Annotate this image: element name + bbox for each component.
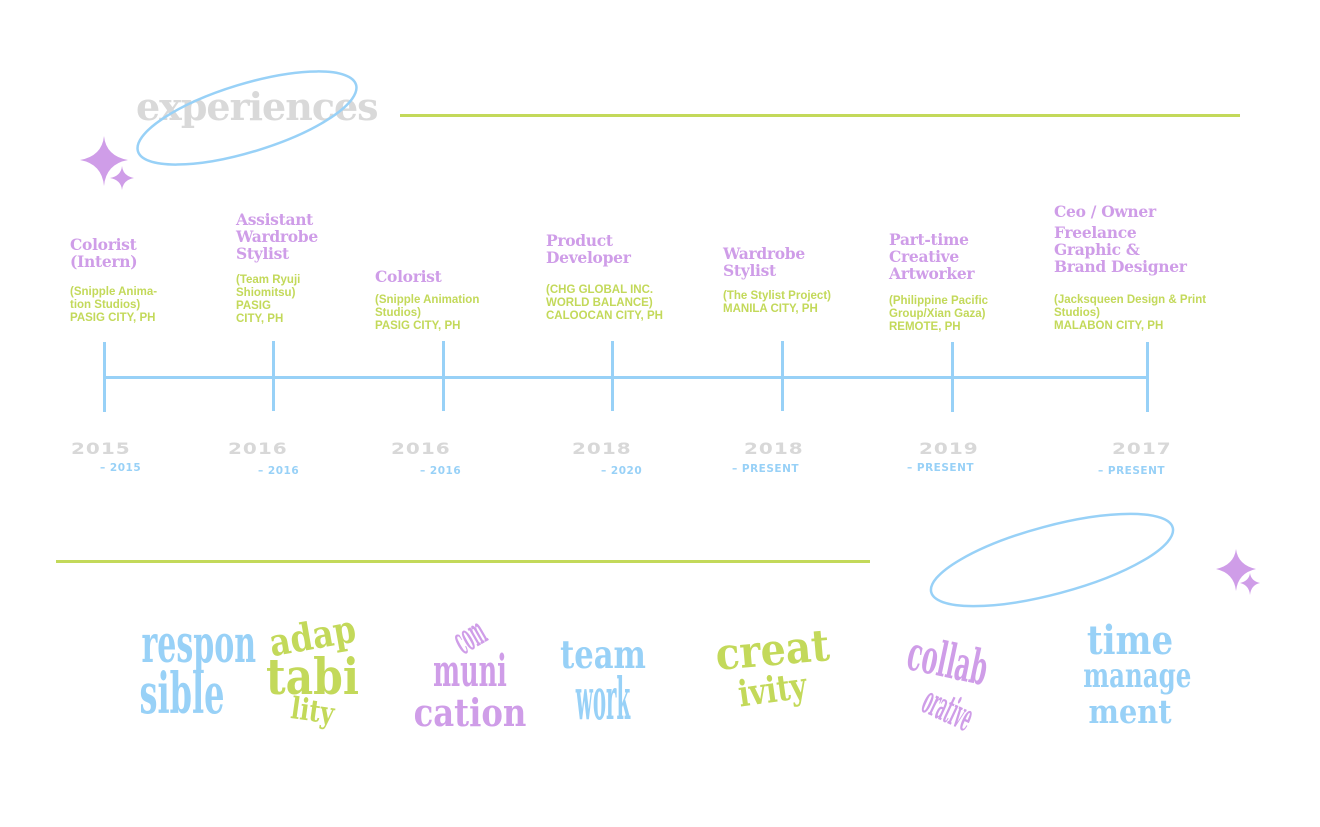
timeline-tick xyxy=(951,342,954,412)
timeline-tick xyxy=(781,341,784,411)
end-year: – PRESENT xyxy=(732,463,800,475)
skill-badge-time-management: time manage ment xyxy=(1083,617,1192,731)
skill-badge-collaborative: collab orative xyxy=(902,626,993,741)
job-company: (The Stylist Project)MANILA CITY, PH xyxy=(723,290,831,315)
skill-badge-communication: com muni cation xyxy=(413,609,527,735)
divider-bottom xyxy=(56,560,870,563)
timeline-tick xyxy=(442,341,445,411)
end-year: – PRESENT xyxy=(1098,465,1166,477)
end-year: – 2016 xyxy=(420,465,462,477)
start-year: 2016 xyxy=(228,439,288,459)
sparkle-icon xyxy=(80,136,134,190)
start-year: 2018 xyxy=(572,439,632,459)
skill-badge-teamwork: team work xyxy=(560,631,646,734)
halo-ring-bottom xyxy=(929,512,1175,608)
start-year: 2018 xyxy=(744,439,804,459)
job-title: Colorist(Intern) xyxy=(70,235,138,271)
skill-badge-adaptability: adap tabi lity xyxy=(265,605,360,732)
timeline-tick xyxy=(103,342,106,412)
end-year: – 2015 xyxy=(100,462,142,474)
skill-badge-creativity: creat ivity xyxy=(713,620,832,716)
end-year: – 2016 xyxy=(258,465,300,477)
start-year: 2017 xyxy=(1112,439,1172,459)
job-title: Colorist xyxy=(375,267,442,286)
job-company: (Snipple Anima-tion Studios)PASIG CITY, … xyxy=(70,286,158,324)
timeline-axis xyxy=(105,376,1148,379)
halo-ring-top xyxy=(136,70,358,166)
timeline-tick xyxy=(1146,342,1149,412)
sparkle-icon xyxy=(1216,549,1260,595)
start-year: 2019 xyxy=(919,439,979,459)
start-year: 2016 xyxy=(391,439,451,459)
section-heading: experiences xyxy=(136,84,379,129)
start-year: 2015 xyxy=(71,439,131,459)
end-year: – PRESENT xyxy=(907,462,975,474)
timeline-tick xyxy=(611,341,614,411)
timeline-tick xyxy=(272,341,275,411)
end-year: – 2020 xyxy=(601,465,643,477)
skill-badge-responsible: respon sible xyxy=(139,613,257,728)
divider-top xyxy=(400,114,1240,117)
job-company: (CHG GLOBAL INC.WORLD BALANCE)CALOOCAN C… xyxy=(546,284,663,322)
